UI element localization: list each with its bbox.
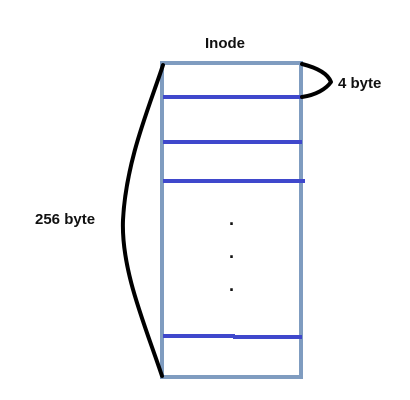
ellipsis-dot-2: · <box>229 247 235 267</box>
ellipsis-dot-3: · <box>229 280 235 300</box>
ellipsis-dot-1: · <box>229 214 235 234</box>
entry-size-label: 4 byte <box>338 75 381 92</box>
inode-block <box>160 61 303 379</box>
inode-size-label: 256 byte <box>35 211 95 228</box>
inode-title: Inode <box>205 35 245 52</box>
entry-size-brace <box>300 62 333 99</box>
inode-size-brace <box>120 63 165 378</box>
